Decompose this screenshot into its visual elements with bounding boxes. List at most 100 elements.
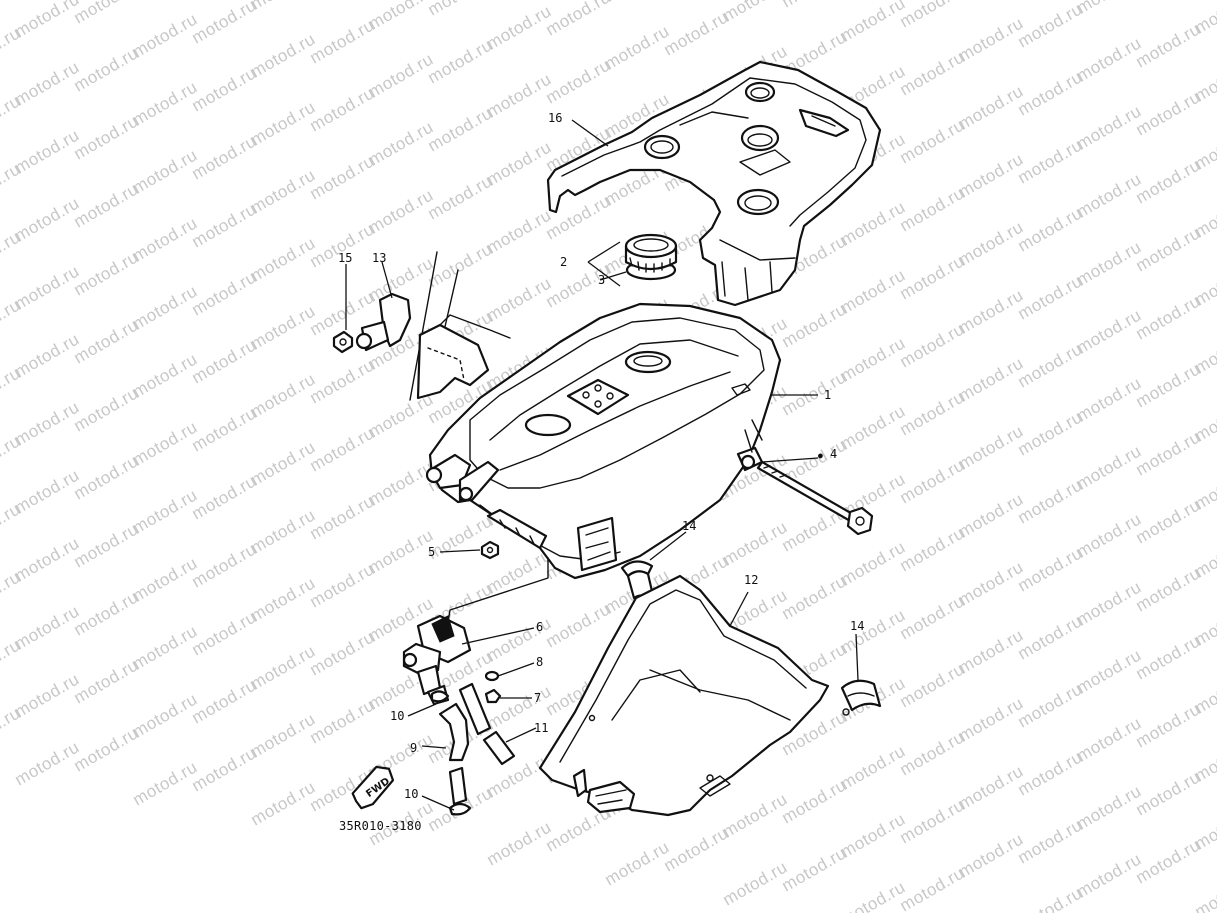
watermark-text: motod.ru	[366, 525, 437, 577]
watermark-text: motod.ru	[1133, 0, 1204, 3]
watermark-text: motod.ru	[248, 29, 319, 81]
watermark-text: motod.ru	[779, 571, 850, 623]
watermark-text: motod.ru	[956, 829, 1027, 881]
part-9-hose	[438, 702, 470, 806]
watermark-text: motod.ru	[130, 145, 201, 197]
watermark-text: motod.ru	[248, 437, 319, 489]
watermark-text: motod.ru	[543, 599, 614, 651]
watermark-text: motod.ru	[130, 621, 201, 673]
watermark-text: motod.ru	[1015, 135, 1086, 187]
watermark-text: motod.ru	[1015, 203, 1086, 255]
callout-4: 4	[830, 447, 837, 461]
watermark-text: motod.ru	[1015, 747, 1086, 799]
watermark-text: motod.ru	[307, 559, 378, 611]
watermark-text: motod.ru	[956, 557, 1027, 609]
watermark-text: motod.ru	[130, 349, 201, 401]
watermark-text: motod.ru	[838, 333, 909, 385]
watermark-text: motod.ru	[1133, 835, 1204, 887]
callout-5: 5	[428, 545, 435, 559]
watermark-text: motod.ru	[71, 247, 142, 299]
watermark-text: motod.ru	[897, 591, 968, 643]
watermark-text: motod.ru	[130, 417, 201, 469]
watermark-text: motod.ru	[366, 49, 437, 101]
watermark-text: motod.ru	[248, 233, 319, 285]
watermark-text: motod.ru	[956, 693, 1027, 745]
watermark-text: motod.ru	[425, 171, 496, 223]
part-7-screw	[484, 688, 502, 704]
watermark-text: motod.ru	[189, 199, 260, 251]
watermark-text: motod.ru	[1133, 563, 1204, 615]
callout-1: 1	[824, 388, 831, 402]
watermark-text: motod.ru	[130, 9, 201, 61]
watermark-text: motod.ru	[248, 369, 319, 421]
part-6-fuel-cock	[402, 557, 549, 706]
watermark-text: motod.ru	[71, 383, 142, 435]
watermark-text: motod.ru	[1074, 577, 1145, 629]
watermark-text: motod.ru	[1133, 291, 1204, 343]
watermark-text: motod.ru	[838, 809, 909, 861]
watermark-text: motod.ru	[1015, 543, 1086, 595]
watermark-text: motod.ru	[838, 877, 909, 913]
part-13-15-bracket	[332, 292, 412, 354]
watermark-text: motod.ru	[484, 205, 555, 257]
watermark-text: motod.ru	[12, 465, 83, 517]
watermark-text: motod.ru	[956, 625, 1027, 677]
part-14-grommet-b	[840, 679, 882, 716]
watermark-text: motod.ru	[897, 659, 968, 711]
watermark-text: motod.ru	[1015, 407, 1086, 459]
callout-15: 15	[338, 251, 352, 265]
watermark-text: motod.ru	[897, 183, 968, 235]
watermark-text: motod.ru	[307, 355, 378, 407]
watermark-text: motod.ru	[720, 857, 791, 909]
watermark-text: motod.ru	[956, 421, 1027, 473]
watermark-text: motod.ru	[307, 695, 378, 747]
watermark-text: motod.ru	[248, 641, 319, 693]
watermark-text: motod.ru	[1133, 19, 1204, 71]
watermark-text: motod.ru	[189, 471, 260, 523]
watermark-text: motod.ru	[1015, 0, 1086, 51]
callout-10-upper: 10	[390, 709, 404, 723]
watermark-text: motod.ru	[307, 151, 378, 203]
watermark-text: motod.ru	[1015, 611, 1086, 663]
watermark-text: motod.ru	[71, 587, 142, 639]
watermark-text: motod.ru	[307, 83, 378, 135]
watermark-text: motod.ru	[720, 517, 791, 569]
part-4-bolt	[756, 460, 874, 536]
watermark-text: motod.ru	[1133, 155, 1204, 207]
callout-14-lower: 14	[850, 619, 864, 633]
watermark-text: motod.ru	[71, 655, 142, 707]
watermark-text: motod.ru	[838, 265, 909, 317]
watermark-text: motod.ru	[12, 737, 83, 789]
watermark-text: motod.ru	[12, 0, 83, 41]
watermark-text: motod.ru	[425, 35, 496, 87]
watermark-text: motod.ru	[1133, 427, 1204, 479]
callout-6: 6	[536, 620, 543, 634]
callout-13: 13	[372, 251, 386, 265]
watermark-text: motod.ru	[779, 367, 850, 419]
watermark-text: motod.ru	[1074, 101, 1145, 153]
watermark-text: motod.ru	[1015, 475, 1086, 527]
part-1-tank	[425, 302, 782, 580]
part-10-clamp-a	[430, 690, 450, 703]
watermark-text: motod.ru	[1015, 679, 1086, 731]
watermark-text: motod.ru	[248, 97, 319, 149]
watermark-text: motod.ru	[1133, 631, 1204, 683]
watermark-text: motod.ru	[71, 451, 142, 503]
callout-2: 2	[560, 255, 567, 269]
callout-3: 3	[598, 273, 605, 287]
watermark-text: motod.ru	[130, 281, 201, 333]
watermark-text: motod.ru	[897, 319, 968, 371]
watermark-text: motod.ru	[897, 727, 968, 779]
watermark-text: motod.ru	[12, 193, 83, 245]
watermark-text: motod.ru	[130, 553, 201, 605]
watermark-text: motod.ru	[956, 761, 1027, 813]
callout-9: 9	[410, 741, 417, 755]
part-8-washer	[484, 670, 500, 682]
watermark-text: motod.ru	[1192, 869, 1217, 913]
watermark-text: motod.ru	[484, 273, 555, 325]
watermark-text: motod.ru	[484, 1, 555, 53]
watermark-text: motod.ru	[838, 741, 909, 793]
watermark-text: motod.ru	[956, 353, 1027, 405]
watermark-text: motod.ru	[366, 457, 437, 509]
